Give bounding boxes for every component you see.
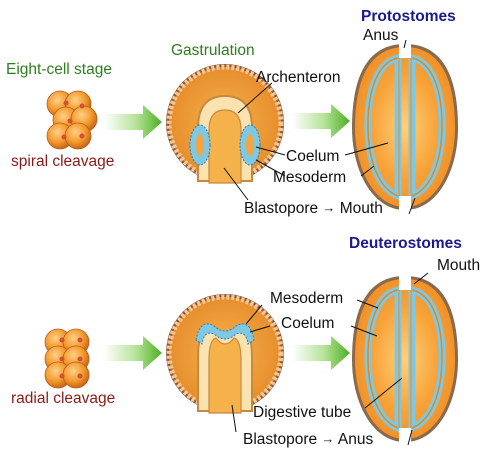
deut-blastopore-anus-label: Blastopore → Anus [243, 432, 373, 448]
gastrulation-label: Gastrulation [171, 42, 255, 59]
proto-blastopore-mouth-label: Blastopore → Mouth [244, 201, 383, 217]
protostomes-title: Protostomes [361, 8, 456, 25]
eight-cell-embryo-spiral [46, 90, 98, 150]
deut-arrow-glyph: → [321, 431, 335, 446]
deuterostomes-title: Deuterostomes [349, 235, 462, 252]
deut-blastopore-text: Blastopore [243, 431, 318, 448]
deuterostome-body [352, 276, 458, 442]
proto-anus-label: Anus [363, 27, 399, 44]
proto-arrow-glyph: → [322, 200, 336, 215]
deut-coelum-label: Coelum [281, 315, 335, 332]
protostome-body [352, 44, 458, 210]
spiral-cleavage-label: spiral cleavage [11, 153, 115, 170]
deut-mouth-label: Mouth [437, 257, 481, 274]
digestive-tube-label: Digestive tube [253, 404, 352, 421]
proto-mesoderm-label: Mesoderm [273, 169, 347, 186]
deut-anus-text: Anus [337, 431, 374, 448]
process-arrow-top-1 [104, 105, 162, 139]
process-arrow-bottom-1 [104, 336, 162, 370]
gastrula-protostome [166, 64, 284, 184]
process-arrow-bottom-2 [292, 336, 350, 370]
eight-cell-stage-label: Eight-cell stage [6, 61, 112, 78]
deut-mesoderm-label: Mesoderm [270, 290, 344, 307]
proto-blastopore-text: Blastopore [244, 200, 319, 217]
process-arrow-top-2 [292, 104, 350, 138]
archenteron-label: Archenteron [256, 69, 341, 86]
eight-cell-embryo-radial [44, 328, 90, 389]
radial-cleavage-label: radial cleavage [11, 390, 116, 407]
proto-coelum-label: Coelum [286, 148, 340, 165]
leader-lines-top [223, 39, 416, 215]
gastrula-deuterostome [166, 294, 284, 414]
leader-lines-bottom [231, 272, 429, 446]
proto-mouth-text: Mouth [339, 200, 383, 217]
